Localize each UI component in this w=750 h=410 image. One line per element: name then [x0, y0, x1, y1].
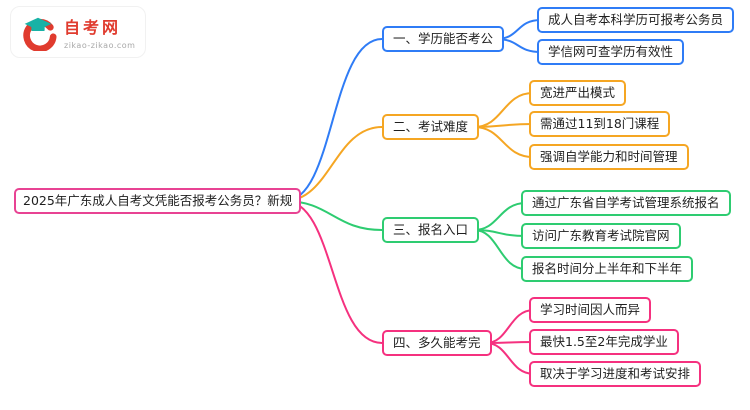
logo-text: 自考网 zikao-zikao.com	[64, 14, 135, 50]
leaf-node-3-3: 报名时间分上半年和下半年	[521, 256, 694, 282]
leaf-node-2-3: 强调自学能力和时间管理	[529, 144, 689, 170]
leaf-node-3-2: 访问广东教育考试院官网	[521, 223, 681, 249]
connector-branch3-leaf3	[473, 229, 527, 270]
connector-root-branch1	[284, 38, 383, 202]
leaf-node-1-2: 学信网可查学历有效性	[537, 39, 685, 65]
logo-name: 自考网	[64, 18, 122, 37]
leaf-node-4-3: 取决于学习进度和考试安排	[529, 361, 702, 387]
connector-branch4-leaf3	[485, 342, 535, 375]
logo: 自考网 zikao-zikao.com	[10, 6, 147, 58]
branch-node-1: 一、学历能否考公	[382, 26, 505, 52]
leaf-node-3-1: 通过广东省自学考试管理系统报名	[521, 190, 731, 216]
connector-branch2-leaf3	[473, 126, 534, 158]
leaf-node-2-2: 需通过11到18门课程	[529, 111, 671, 137]
leaf-node-4-2: 最快1.5至2年完成学业	[529, 329, 679, 355]
leaf-node-2-1: 宽进严出模式	[529, 80, 627, 106]
root-topic-node: 2025年广东成人自考文凭能否报考公务员？新规	[14, 188, 302, 214]
connector-root-branch4	[284, 200, 383, 344]
leaf-node-4-1: 学习时间因人而异	[529, 297, 652, 323]
connector-branch2-leaf1	[473, 92, 534, 128]
connector-branch4-leaf2	[485, 341, 535, 344]
branch-node-4: 四、多久能考完	[382, 330, 492, 356]
connector-branch3-leaf1	[473, 202, 527, 231]
connector-branch4-leaf1	[485, 309, 535, 344]
branch-node-2: 二、考试难度	[382, 114, 480, 140]
logo-icon	[23, 17, 57, 51]
branch-node-3: 三、报名入口	[382, 217, 480, 243]
logo-domain: zikao-zikao.com	[64, 41, 136, 50]
leaf-node-1-1: 成人自考本科学历可报考公务员	[537, 7, 735, 33]
